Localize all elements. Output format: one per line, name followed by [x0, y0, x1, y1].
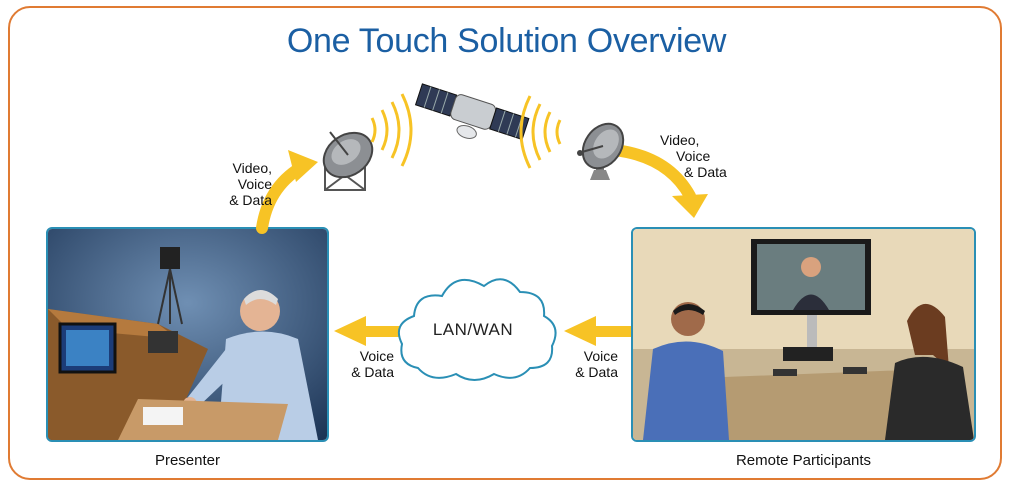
- uplink-label-line: Voice: [237, 176, 272, 192]
- lan-right-label: Voice & Data: [560, 348, 618, 380]
- lan-left-label-line: & Data: [351, 364, 394, 380]
- cloud-label: LAN/WAN: [432, 320, 514, 339]
- satellite-icon: [414, 83, 530, 141]
- presenter-caption: Presenter: [154, 452, 221, 469]
- lan-left-label: Voice & Data: [336, 348, 394, 380]
- uplink-label-line: & Data: [229, 192, 272, 208]
- uplink-label-line: Video,: [232, 160, 272, 176]
- downlink-label-line: & Data: [684, 164, 727, 180]
- satellite-dish-icon: [322, 131, 374, 191]
- presenter-photo: [46, 227, 329, 442]
- uplink-label: Video, Voice & Data: [208, 160, 272, 208]
- lan-arrow-left: [334, 316, 404, 346]
- signal-wave-icon: [370, 93, 413, 167]
- downlink-label: Video, Voice & Data: [660, 132, 740, 180]
- remote-participants-photo: [631, 227, 976, 442]
- lan-left-label-line: Voice: [359, 348, 394, 364]
- lan-arrow-right: [564, 316, 631, 346]
- diagram-title: One Touch Solution Overview: [286, 22, 727, 60]
- downlink-label-line: Voice: [676, 148, 711, 164]
- lan-right-label-line: & Data: [575, 364, 618, 380]
- uplink-arrow: [256, 150, 318, 234]
- lan-right-label-line: Voice: [583, 348, 618, 364]
- diagram-frame: [8, 6, 1002, 480]
- downlink-label-line: Video,: [660, 132, 700, 148]
- downlink-arrow: [608, 144, 708, 218]
- cloud-icon: [398, 278, 557, 381]
- receiver-dish-icon: [577, 122, 625, 180]
- remote-caption: Remote Participants: [735, 452, 872, 469]
- signal-wave-icon: [519, 95, 562, 169]
